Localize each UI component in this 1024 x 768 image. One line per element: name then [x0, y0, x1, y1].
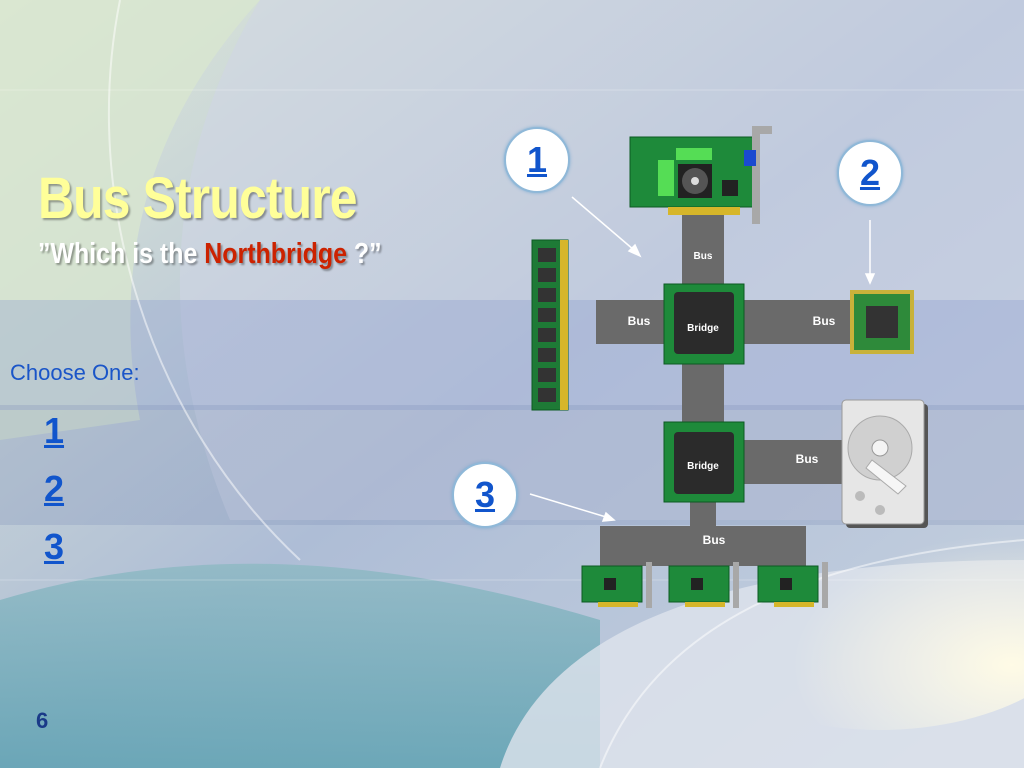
bridge-label: Bridge: [687, 323, 719, 334]
choice-link-3[interactable]: 3: [44, 526, 65, 567]
callout-3-button[interactable]: 3: [452, 462, 518, 528]
bus-label: Bus: [813, 314, 836, 328]
callout-1-button[interactable]: 1: [504, 127, 570, 193]
choice-link-2[interactable]: 2: [44, 468, 65, 509]
expansion-card-icon: [757, 562, 828, 608]
slide-subtitle: ”Which is the Northbridge ?”: [38, 238, 382, 271]
subtitle-prefix: ”Which is the: [38, 238, 205, 270]
page-number: 6: [36, 708, 49, 733]
callout-arrows: [529, 196, 876, 522]
bus-label: Bus: [628, 314, 651, 328]
subtitle-highlight: Northbridge: [204, 238, 347, 270]
cpu-chip-icon: [850, 290, 914, 354]
bus-label: Bus: [694, 251, 713, 262]
bus-lines: [596, 210, 854, 572]
bus-label: Bus: [703, 533, 726, 547]
bus-label: Bus: [796, 452, 819, 466]
callout-2-button[interactable]: 2: [837, 140, 903, 206]
southbridge-chip-icon: [663, 421, 745, 503]
northbridge-chip-icon: [663, 283, 745, 365]
choose-label: Choose One:: [10, 360, 140, 385]
bridge-label: Bridge: [687, 461, 719, 472]
memory-module-icon: [531, 239, 569, 411]
subtitle-suffix: ?”: [346, 238, 382, 270]
choice-link-1[interactable]: 1: [44, 410, 65, 451]
graphics-card-icon: [629, 126, 772, 224]
expansion-card-icon: [668, 562, 739, 608]
slide-title: Bus Structure: [38, 166, 358, 231]
expansion-card-icon: [581, 562, 652, 608]
hard-drive-icon: [841, 399, 928, 528]
